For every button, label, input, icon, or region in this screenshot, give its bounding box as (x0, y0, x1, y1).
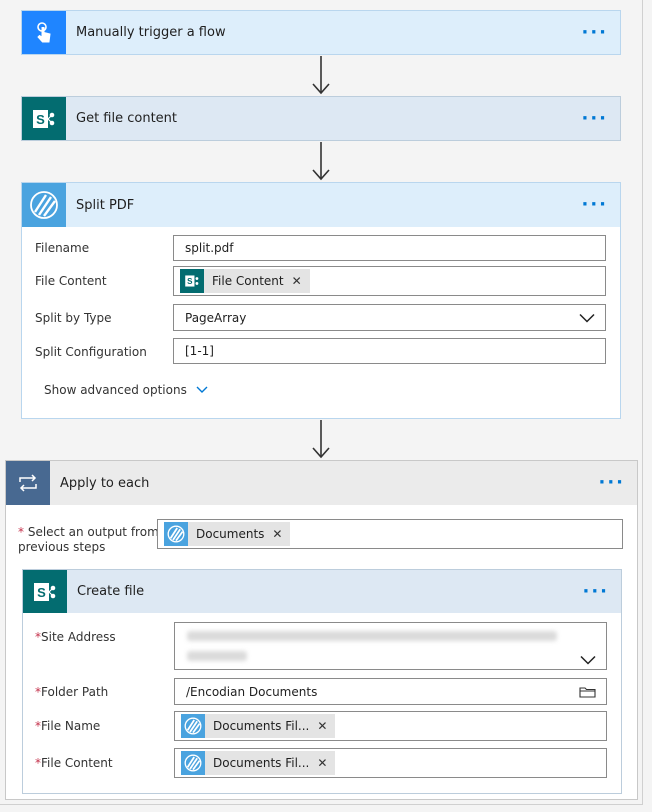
loop-icon (6, 461, 50, 505)
sharepoint-icon: S (22, 97, 66, 140)
arrow-down-icon (312, 142, 330, 181)
split-by-type-value: PageArray (185, 310, 247, 325)
trigger-more-button[interactable]: ··· (581, 21, 608, 43)
chevron-down-icon (196, 386, 208, 393)
folder-icon[interactable] (579, 686, 596, 698)
remove-token-icon[interactable]: ✕ (272, 527, 283, 541)
touch-icon (22, 11, 66, 54)
documents-filecontent-token[interactable]: Documents Fil... ✕ (181, 751, 336, 775)
flow-canvas: Manually trigger a flow ··· S Get file c… (0, 0, 643, 805)
get-file-content-header[interactable]: S Get file content ··· (22, 97, 620, 140)
split-pdf-header[interactable]: Split PDF ··· (22, 183, 620, 227)
filename-input[interactable]: split.pdf (173, 235, 606, 261)
folder-path-input[interactable]: /Encodian Documents (174, 678, 607, 705)
get-file-content-title: Get file content (76, 111, 178, 126)
file-name-label: *File Name (35, 719, 101, 733)
encodian-icon (181, 714, 205, 738)
create-file-card[interactable]: S Create file ··· *Site Address (22, 569, 622, 794)
apply-to-each-card[interactable]: Apply to each ··· * Select an output fro… (5, 460, 638, 800)
chevron-down-icon (580, 655, 596, 665)
file-name-input[interactable]: Documents Fil... ✕ (174, 711, 607, 741)
split-config-value: [1-1] (185, 344, 214, 358)
filename-value: split.pdf (185, 241, 234, 255)
create-file-content-input[interactable]: Documents Fil... ✕ (174, 748, 607, 778)
file-content-token-label: File Content (212, 274, 284, 288)
file-content-token[interactable]: S File Content ✕ (180, 269, 310, 293)
folder-path-label: *Folder Path (35, 685, 109, 699)
apply-to-each-header[interactable]: Apply to each ··· (6, 461, 637, 505)
show-advanced-options-label: Show advanced options (44, 383, 187, 397)
documents-token[interactable]: Documents ✕ (164, 522, 291, 546)
get-file-content-more-button[interactable]: ··· (581, 107, 608, 129)
documents-filecontent-token-label: Documents Fil... (213, 756, 310, 770)
select-output-input[interactable]: Documents ✕ (157, 519, 623, 549)
sharepoint-icon: S (23, 570, 67, 613)
folder-path-value: /Encodian Documents (186, 684, 318, 699)
sharepoint-icon: S (180, 269, 204, 293)
documents-filename-token-label: Documents Fil... (213, 719, 310, 733)
site-address-label: *Site Address (35, 630, 116, 644)
apply-to-each-more-button[interactable]: ··· (598, 472, 625, 493)
trigger-card-header[interactable]: Manually trigger a flow ··· (22, 11, 620, 54)
trigger-card[interactable]: Manually trigger a flow ··· (21, 10, 621, 55)
remove-token-icon[interactable]: ✕ (291, 274, 302, 288)
file-content-input[interactable]: S File Content ✕ (173, 266, 606, 296)
svg-text:S: S (187, 277, 193, 286)
arrow-down-icon (312, 56, 330, 95)
split-config-label: Split Configuration (35, 345, 147, 359)
svg-text:S: S (36, 112, 45, 127)
split-pdf-title: Split PDF (76, 197, 135, 213)
documents-token-label: Documents (196, 527, 265, 541)
show-advanced-options-link[interactable]: Show advanced options (44, 383, 208, 397)
trigger-title: Manually trigger a flow (76, 25, 226, 40)
chevron-down-icon (579, 313, 595, 323)
encodian-icon (22, 183, 66, 227)
svg-text:S: S (37, 585, 46, 600)
split-config-input[interactable]: [1-1] (173, 338, 606, 364)
create-file-title: Create file (77, 584, 145, 599)
arrow-down-icon (312, 420, 330, 459)
create-file-header[interactable]: S Create file ··· (23, 570, 621, 613)
split-by-type-label: Split by Type (35, 311, 112, 325)
create-file-content-label: *File Content (35, 756, 113, 770)
split-pdf-card[interactable]: Split PDF ··· Filename split.pdf File Co… (21, 182, 621, 419)
select-output-label: * Select an output from previous steps (18, 525, 159, 554)
redacted-site-address (187, 631, 557, 641)
split-pdf-more-button[interactable]: ··· (581, 194, 608, 215)
create-file-more-button[interactable]: ··· (582, 580, 609, 602)
remove-token-icon[interactable]: ✕ (317, 756, 328, 770)
site-address-dropdown[interactable] (174, 622, 607, 670)
encodian-icon (181, 751, 205, 775)
split-by-type-dropdown[interactable]: PageArray (173, 304, 606, 331)
apply-to-each-title: Apply to each (60, 475, 150, 491)
remove-token-icon[interactable]: ✕ (317, 719, 328, 733)
filename-label: Filename (35, 241, 90, 255)
get-file-content-card[interactable]: S Get file content ··· (21, 96, 621, 141)
redacted-site-address (187, 651, 247, 661)
documents-filename-token[interactable]: Documents Fil... ✕ (181, 714, 336, 738)
file-content-label: File Content (35, 274, 107, 288)
encodian-icon (164, 522, 188, 546)
